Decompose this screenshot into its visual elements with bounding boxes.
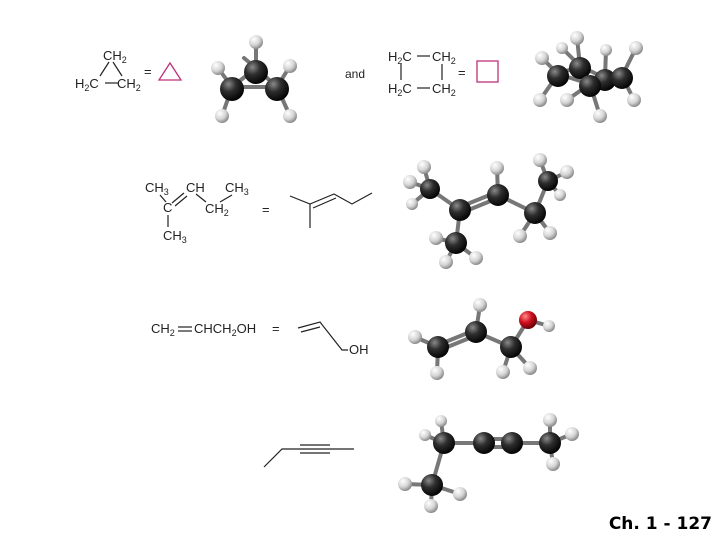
- methylpentene-ball-model: [403, 153, 574, 269]
- svg-text:CH2: CH2: [205, 201, 229, 218]
- svg-text:CH2: CH2: [432, 81, 456, 98]
- svg-text:CH: CH: [186, 180, 205, 195]
- svg-text:C: C: [163, 200, 172, 215]
- allyl-alcohol-ball-model: [408, 298, 555, 380]
- pentyne-ball-model: [398, 413, 579, 513]
- cyclopropane-formula: CH2 H2C CH2: [75, 48, 141, 93]
- svg-text:CH2: CH2: [151, 321, 175, 338]
- svg-text:CH2: CH2: [103, 48, 127, 65]
- svg-text:CH3: CH3: [145, 180, 169, 197]
- equals-sign: =: [458, 65, 466, 80]
- svg-text:OH: OH: [349, 342, 369, 357]
- svg-text:H2C: H2C: [75, 76, 99, 93]
- svg-text:H2C: H2C: [388, 81, 412, 98]
- methylpentene-skeletal: [289, 192, 373, 228]
- methylpentene-formula: CH3 CH CH3 C CH2 CH3: [145, 180, 249, 245]
- svg-text:CH3: CH3: [163, 228, 187, 245]
- allyl-alcohol-formula: CH2 CHCH2OH: [151, 321, 256, 338]
- pentyne-skeletal: [263, 444, 354, 468]
- cyclobutane-formula: H2C CH2 H2C CH2: [388, 49, 456, 98]
- svg-text:CH3: CH3: [225, 180, 249, 197]
- equals-sign: =: [144, 64, 152, 79]
- cyclopropane-triangle: [157, 61, 183, 81]
- equals-sign: =: [262, 202, 270, 217]
- svg-text:H2C: H2C: [388, 49, 412, 66]
- cyclopropane-ball-model: [211, 35, 297, 123]
- svg-text:CH2: CH2: [117, 76, 141, 93]
- cyclobutane-ball-model: [533, 31, 643, 123]
- equals-sign: =: [272, 321, 280, 336]
- allyl-alcohol-skeletal: OH: [297, 321, 369, 357]
- slide-number: Ch. 1 - 127: [608, 514, 712, 534]
- svg-text:CHCH2OH: CHCH2OH: [194, 321, 256, 338]
- svg-text:CH2: CH2: [432, 49, 456, 66]
- cyclobutane-square: [476, 60, 499, 83]
- and-label: and: [345, 67, 365, 81]
